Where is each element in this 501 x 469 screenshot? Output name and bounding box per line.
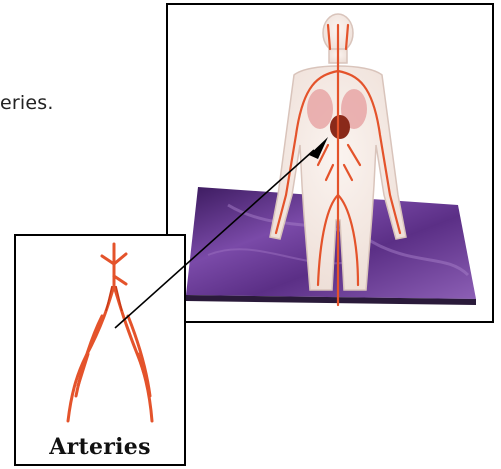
artery-tree-illustration (16, 236, 184, 426)
arteries-label: Arteries (16, 434, 184, 460)
heart (330, 115, 350, 139)
human-body-illustration (168, 5, 492, 321)
arteries-inset-panel: Arteries (14, 234, 186, 466)
left-lung (307, 89, 333, 129)
partial-caption-text: eries. (0, 92, 54, 114)
circulatory-system-panel (166, 3, 494, 323)
